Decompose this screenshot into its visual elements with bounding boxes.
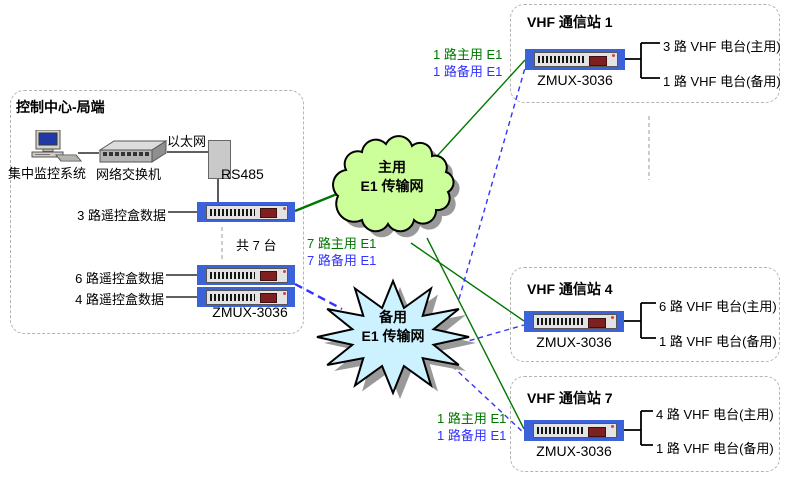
device1-data-label: 3 路遥控盒数据 bbox=[77, 208, 166, 223]
station-1-zmux-model-label: ZMUX-3036 bbox=[537, 72, 613, 88]
backup-network-label: 备用 E1 传输网 bbox=[361, 309, 425, 344]
device2-data-label: 6 路遥控盒数据 bbox=[75, 271, 164, 286]
switch-label: 网络交换机 bbox=[96, 167, 162, 182]
station-4-zmux-device bbox=[524, 311, 624, 332]
ethernet-label: 以太网 bbox=[167, 134, 207, 149]
station-4-zmux-model-label: ZMUX-3036 bbox=[536, 334, 612, 350]
station-7-backup-radio-label: 1 路 VHF 电台(备用) bbox=[656, 441, 774, 456]
station7-backup-e1-label: 1 路备用 E1 bbox=[437, 428, 507, 443]
station-4-backup-radio-label: 1 路 VHF 电台(备用) bbox=[659, 334, 777, 349]
station7-primary-e1-label: 1 路主用 E1 bbox=[437, 411, 507, 426]
station-4-main-radios-label: 6 路 VHF 电台(主用) bbox=[659, 299, 777, 314]
station-1-box bbox=[510, 4, 780, 103]
station1-primary-e1-label: 1 路主用 E1 bbox=[433, 47, 503, 62]
rs485-label: RS485 bbox=[221, 166, 264, 182]
station-7-zmux-device bbox=[524, 420, 624, 441]
station-7-title: VHF 通信站 7 bbox=[527, 390, 613, 406]
backup-e1-line-station1 bbox=[458, 67, 526, 300]
control-zmux-model-label: ZMUX-3036 bbox=[212, 304, 288, 320]
zmux-device-2 bbox=[197, 265, 295, 285]
backup-e1-7ch-label: 7 路备用 E1 bbox=[307, 253, 377, 268]
station-1-backup-radio-label: 1 路 VHF 电台(备用) bbox=[663, 74, 781, 89]
station-7-main-radios-label: 4 路 VHF 电台(主用) bbox=[656, 407, 774, 422]
station-1-title: VHF 通信站 1 bbox=[527, 14, 613, 30]
station-4-title: VHF 通信站 4 bbox=[527, 281, 613, 297]
primary-e1-7ch-label: 7 路主用 E1 bbox=[307, 236, 377, 251]
device3-data-label: 4 路遥控盒数据 bbox=[75, 292, 164, 307]
zmux-device-3 bbox=[197, 287, 295, 307]
control-center-title: 控制中心-局端 bbox=[16, 99, 105, 115]
pc-label: 集中监控系统 bbox=[8, 166, 87, 181]
pc-icon bbox=[30, 129, 83, 169]
station-7-zmux-model-label: ZMUX-3036 bbox=[536, 443, 612, 459]
station-1-main-radios-label: 3 路 VHF 电台(主用) bbox=[663, 39, 781, 54]
primary-network-label: 主用 E1 传输网 bbox=[360, 159, 424, 194]
zmux-device-1 bbox=[197, 202, 295, 222]
interface-converter-box bbox=[208, 140, 231, 179]
station-1-zmux-device bbox=[525, 49, 625, 70]
unit-count-label: 共 7 台 bbox=[236, 238, 277, 253]
station1-backup-e1-label: 1 路备用 E1 bbox=[433, 64, 503, 79]
switch-icon bbox=[98, 138, 168, 170]
